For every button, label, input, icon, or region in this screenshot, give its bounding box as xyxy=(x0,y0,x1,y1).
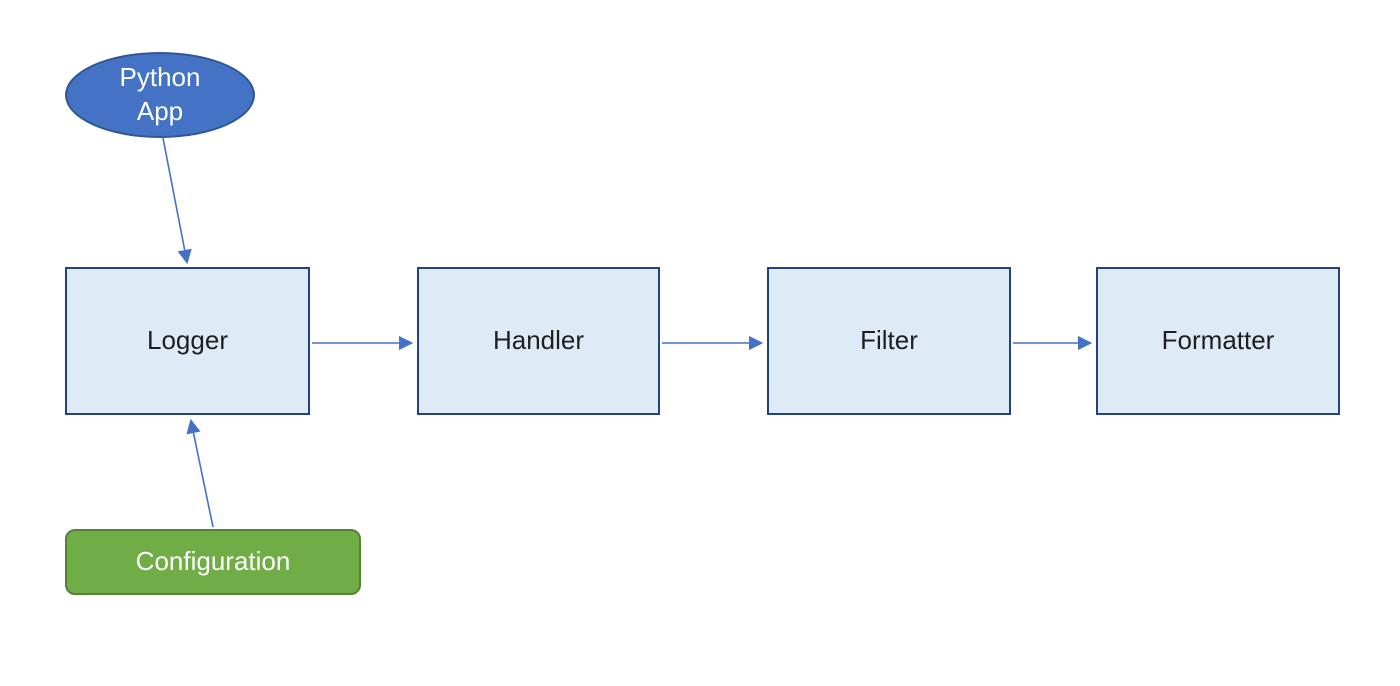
node-formatter: Formatter xyxy=(1096,267,1340,415)
node-configuration-label: Configuration xyxy=(135,546,291,577)
node-python-app: Python App xyxy=(65,52,255,138)
node-logger-label: Logger xyxy=(147,325,228,356)
node-filter: Filter xyxy=(767,267,1011,415)
edge-python-app-to-logger xyxy=(162,137,192,265)
node-configuration: Configuration xyxy=(65,529,361,595)
node-logger: Logger xyxy=(65,267,310,415)
node-python-app-label-line1: Python xyxy=(119,62,201,93)
node-handler-label: Handler xyxy=(492,325,585,356)
node-python-app-label-line2: App xyxy=(136,96,184,126)
edge-configuration-to-logger xyxy=(186,418,214,528)
node-filter-label: Filter xyxy=(860,325,918,356)
node-handler: Handler xyxy=(417,267,660,415)
node-python-app-label: Python App xyxy=(120,61,201,129)
node-formatter-label: Formatter xyxy=(1161,325,1275,356)
